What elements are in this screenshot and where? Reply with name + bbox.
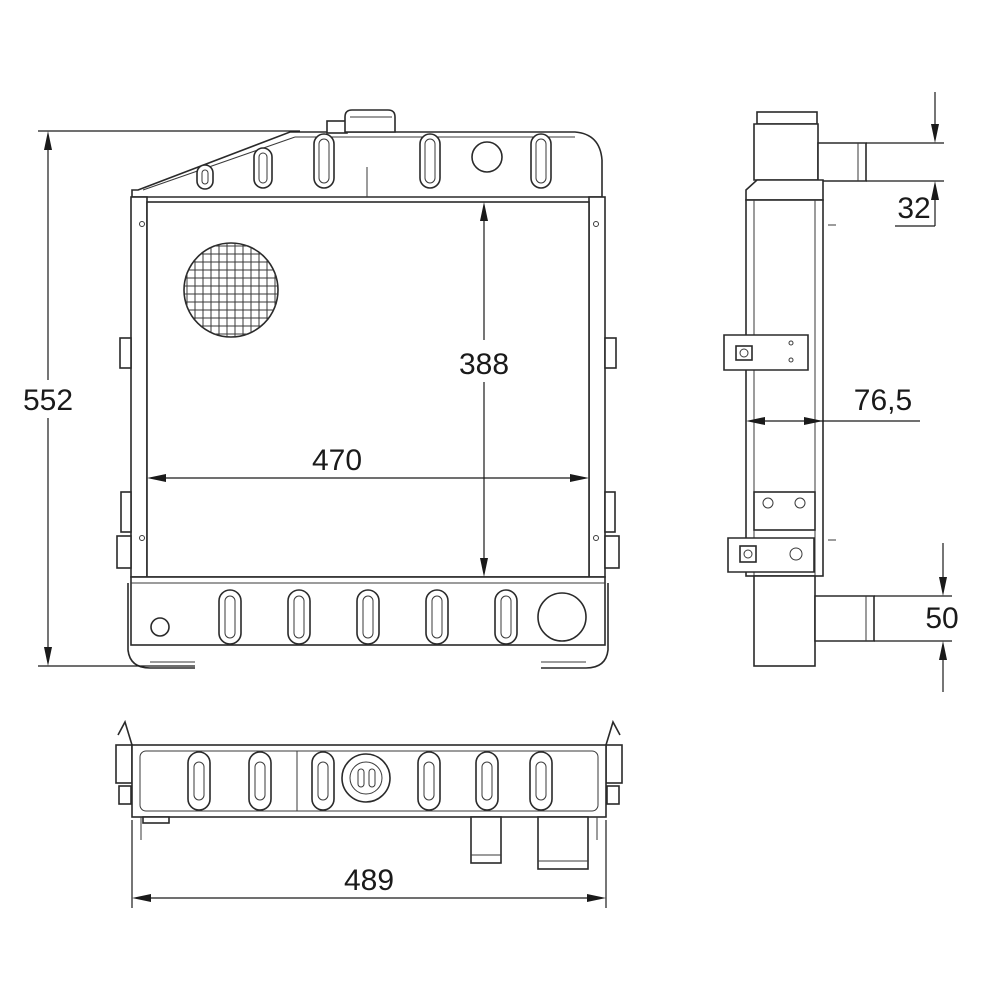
- dimension-489: 489: [131, 820, 607, 908]
- top-view-ribs: [187, 751, 553, 811]
- drain-plug: [150, 617, 170, 637]
- fan-mesh: [183, 242, 279, 338]
- dimension-552: 552: [23, 130, 300, 667]
- filler-cap: [326, 109, 396, 134]
- right-side-plate: [588, 196, 606, 578]
- dimension-50: 50: [874, 543, 959, 692]
- left-side-plate: [130, 196, 148, 578]
- outlet-pipe: [814, 595, 875, 642]
- dim-76-5-label: 76,5: [854, 384, 912, 417]
- dim-388-label: 388: [459, 348, 509, 381]
- dim-32-label: 32: [897, 192, 930, 225]
- radiator-core: [146, 201, 590, 578]
- dimension-388: 388: [459, 202, 509, 577]
- front-view: [116, 109, 620, 669]
- dim-489-label: 489: [344, 864, 394, 897]
- top-tank-port: [471, 141, 503, 173]
- outlet-port: [537, 592, 587, 642]
- dim-552-label: 552: [23, 384, 73, 417]
- top-view-cap: [341, 753, 391, 803]
- dimension-76-5: 76,5: [746, 384, 920, 425]
- side-view: [723, 111, 875, 667]
- inlet-pipe: [817, 142, 867, 182]
- dimension-470: 470: [147, 444, 589, 482]
- bottom-tank-ribs: [218, 589, 518, 645]
- dim-50-label: 50: [925, 602, 958, 635]
- dimension-32: 32: [866, 92, 944, 227]
- dim-470-label: 470: [312, 444, 362, 477]
- top-tank-ribs: [196, 133, 552, 190]
- top-view: [115, 719, 623, 870]
